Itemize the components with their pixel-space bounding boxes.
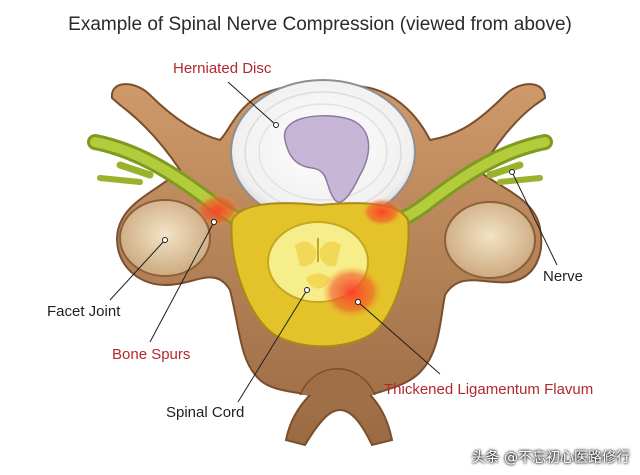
facet-joint-right (444, 201, 536, 279)
label-spinal-cord: Spinal Cord (166, 404, 245, 421)
label-facet-joint: Facet Joint (47, 303, 121, 320)
compression-hotspot-right (322, 266, 382, 318)
leader-lines (109, 81, 558, 403)
label-bone-spurs: Bone Spurs (112, 346, 191, 363)
herniated-disc-shape (230, 79, 416, 225)
compression-hotspot-top-right (362, 198, 402, 226)
label-thickened-ligamentum-flavum: Thickened Ligamentum Flavum (384, 381, 594, 398)
compression-hotspot-left (196, 194, 240, 226)
watermark: 头条 @不忘初心医路修行 (471, 450, 630, 466)
label-herniated-disc: Herniated Disc (173, 60, 272, 77)
diagram-title: Example of Spinal Nerve Compression (vie… (68, 14, 572, 35)
leader-dots (162, 122, 515, 305)
label-nerve: Nerve (543, 268, 584, 285)
